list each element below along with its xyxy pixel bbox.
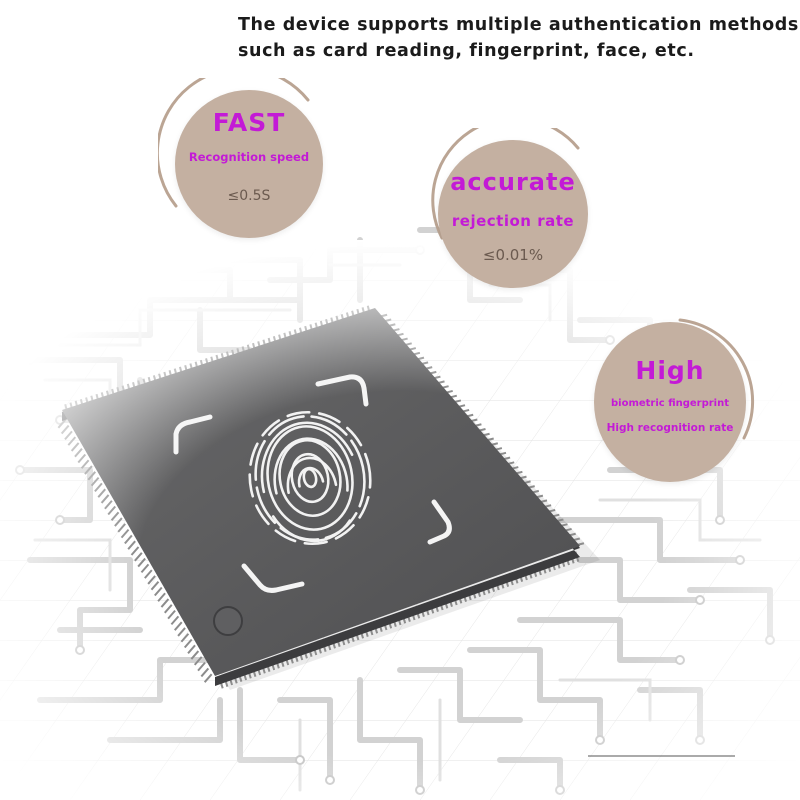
feature-bubble-accurate: accurate rejection rate ≤0.01% — [438, 140, 588, 288]
feature-bubble-fast: FAST Recognition speed ≤0.5S — [175, 90, 323, 238]
feature-title-accurate: accurate — [450, 168, 576, 196]
feature-title-fast: FAST — [212, 108, 286, 137]
feature-title-high: High — [635, 356, 705, 385]
feature-value-fast: ≤0.5S — [227, 188, 271, 204]
headline: The device supports multiple authenticat… — [238, 12, 798, 64]
headline-line-1: The device supports multiple authenticat… — [238, 15, 799, 35]
feature-value-accurate: ≤0.01% — [482, 246, 544, 264]
feature-bubble-high: High biometric fingerprint High recognit… — [594, 322, 746, 482]
feature-subtitle-accurate: rejection rate — [451, 212, 575, 230]
feature-subtitle-high: biometric fingerprint — [610, 398, 730, 409]
feature-subtitle-fast: Recognition speed — [188, 150, 310, 164]
headline-line-2: such as card reading, fingerprint, face,… — [238, 41, 695, 61]
feature-value-high: High recognition rate — [606, 422, 734, 434]
